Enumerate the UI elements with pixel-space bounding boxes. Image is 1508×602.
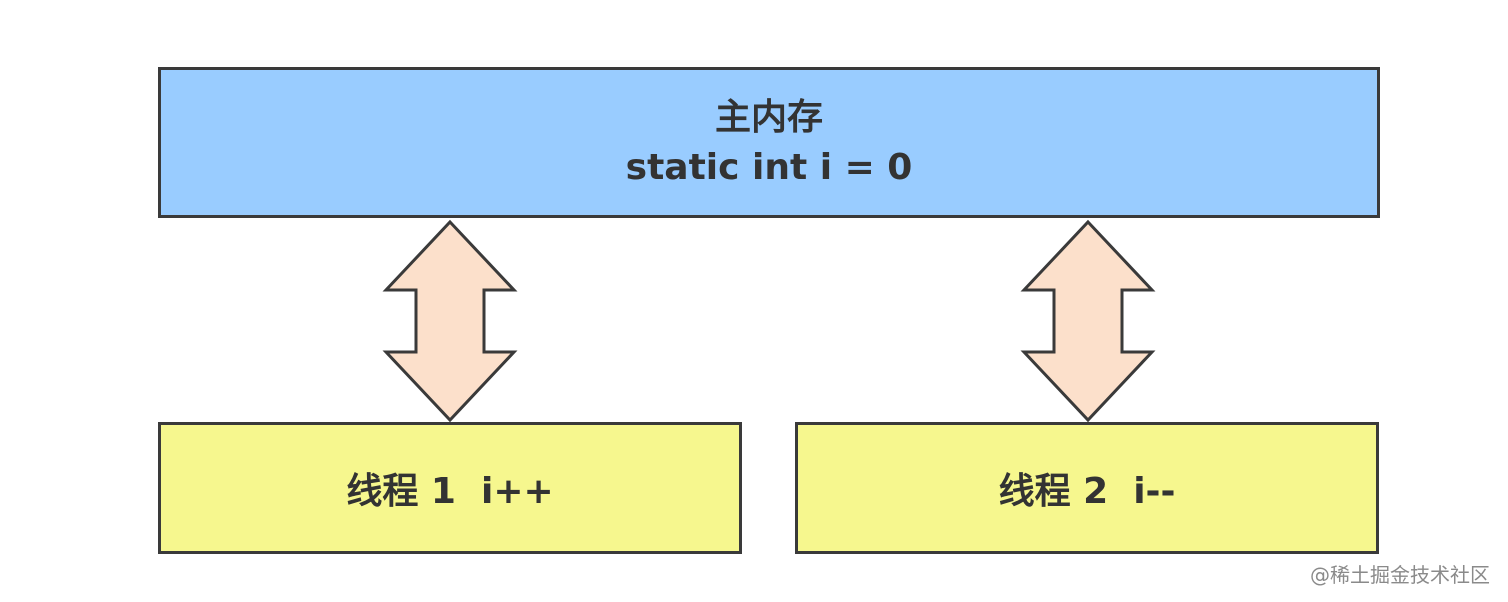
thread-2-box: 线程 2 i-- xyxy=(795,422,1379,554)
main-memory-code: static int i = 0 xyxy=(625,146,913,188)
watermark-text: @稀土掘金技术社区 xyxy=(1310,563,1490,587)
thread-2-label: 线程 2 i-- xyxy=(998,471,1176,512)
main-memory-title: 主内存 xyxy=(714,96,823,138)
thread-1-box: 线程 1 i++ xyxy=(158,422,742,554)
thread-1-label: 线程 1 i++ xyxy=(346,471,554,512)
double-arrow-icon-thread-2 xyxy=(1020,219,1156,423)
main-memory-box: 主内存 static int i = 0 xyxy=(158,67,1380,218)
double-arrow-icon-thread-1 xyxy=(382,219,518,423)
